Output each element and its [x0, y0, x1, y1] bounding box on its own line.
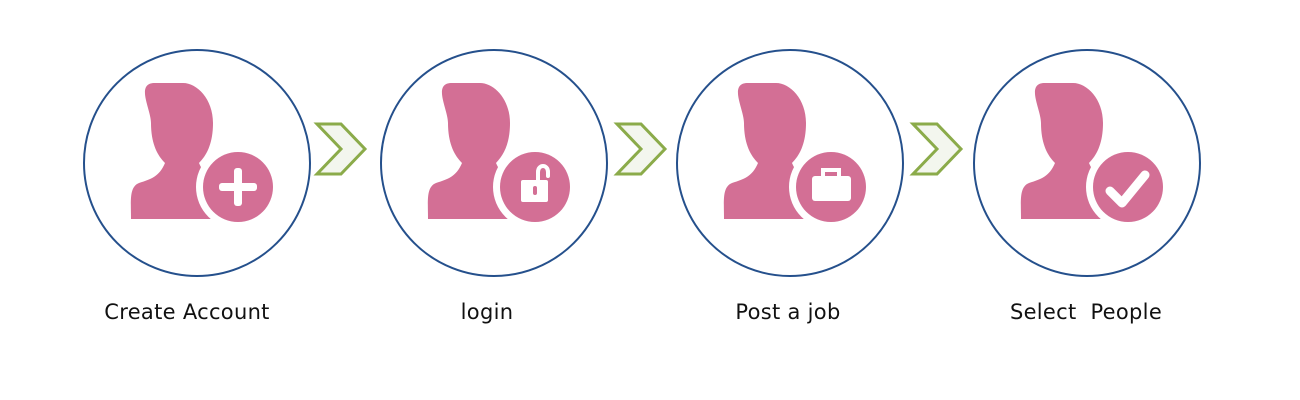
step-label-post-a-job: Post a job	[735, 300, 841, 324]
chevron-right-icon	[909, 122, 964, 176]
step-circle-select-people	[973, 49, 1201, 277]
step-label-create-account: Create Account	[104, 300, 270, 324]
user-unlock-icon	[427, 83, 577, 229]
step-label-select-people: Select People	[1009, 300, 1163, 324]
unlock-icon	[521, 164, 550, 202]
chevron-right-icon	[313, 122, 368, 176]
checkmark-icon	[1105, 170, 1150, 208]
chevron-right-icon	[613, 122, 668, 176]
user-check-icon	[1020, 83, 1170, 229]
user-add-icon	[130, 83, 280, 229]
step-label-login: login	[460, 300, 514, 324]
user-briefcase-icon	[723, 83, 873, 229]
step-circle-post-a-job	[676, 49, 904, 277]
step-circle-create-account	[83, 49, 311, 277]
step-circle-login	[380, 49, 608, 277]
briefcase-icon	[812, 168, 851, 201]
plus-icon	[219, 168, 257, 206]
